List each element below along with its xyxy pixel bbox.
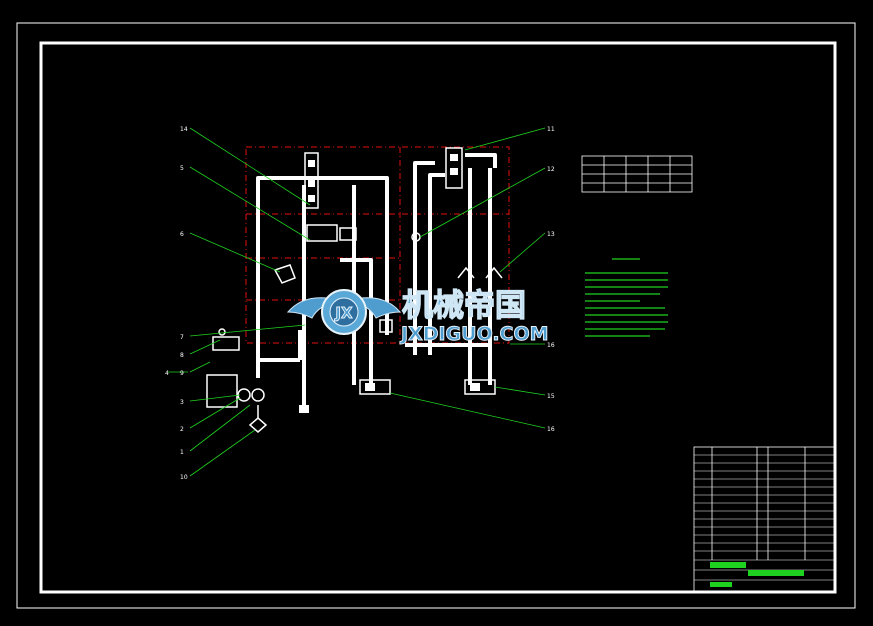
callout-label: 11 <box>547 126 555 133</box>
drain-cap <box>299 405 309 413</box>
callout-label: 8 <box>180 352 184 359</box>
callout-label: 4 <box>165 370 169 377</box>
callout-label: 9 <box>180 370 184 377</box>
callout-label: 6 <box>180 231 184 238</box>
hydraulic-cylinder-left <box>359 379 391 395</box>
watermark-title: 机械帝国 <box>402 288 526 324</box>
callout-label: 7 <box>180 334 184 341</box>
callout-label: 16 <box>547 426 555 433</box>
callout-label: 13 <box>547 231 555 238</box>
oil-tank <box>212 328 240 351</box>
callout-label: 10 <box>180 474 188 481</box>
valve-block-boundary <box>245 146 510 344</box>
callout-label: 1 <box>180 449 184 456</box>
outer-sheet-border <box>16 22 856 609</box>
callout-label: 16 <box>547 342 555 349</box>
site-watermark: JX 机械帝国 JXDIGUO.COM <box>286 287 549 345</box>
callout-label: 2 <box>180 426 184 433</box>
relief-valve-small <box>379 319 393 333</box>
gear-wings-logo-icon: JX <box>286 289 402 335</box>
watermark-subtitle: JXDIGUO.COM <box>399 323 549 345</box>
parts-list-table <box>693 446 835 592</box>
pump-motor-group <box>206 374 268 433</box>
directional-valve-left <box>304 152 319 209</box>
callout-label: 3 <box>180 399 184 406</box>
callout-numbers: 14 5 6 7 8 9 4 3 2 1 10 11 12 13 16 15 1… <box>165 126 555 481</box>
inner-drawing-border <box>39 41 837 594</box>
callout-label: 15 <box>547 393 555 400</box>
hydraulic-lines <box>256 153 497 410</box>
solenoid-action-table <box>581 155 693 193</box>
pressure-valve-block <box>306 224 357 242</box>
watermark-logo-text: JX <box>334 304 353 322</box>
flow-valve <box>273 264 296 284</box>
callout-label: 5 <box>180 165 184 172</box>
callout-label: 14 <box>180 126 188 133</box>
directional-valve-right <box>445 147 463 189</box>
valve-symbols-right <box>457 266 503 279</box>
callout-label: 12 <box>547 166 555 173</box>
technical-notes-block <box>585 258 668 337</box>
callout-leaders <box>168 127 546 477</box>
